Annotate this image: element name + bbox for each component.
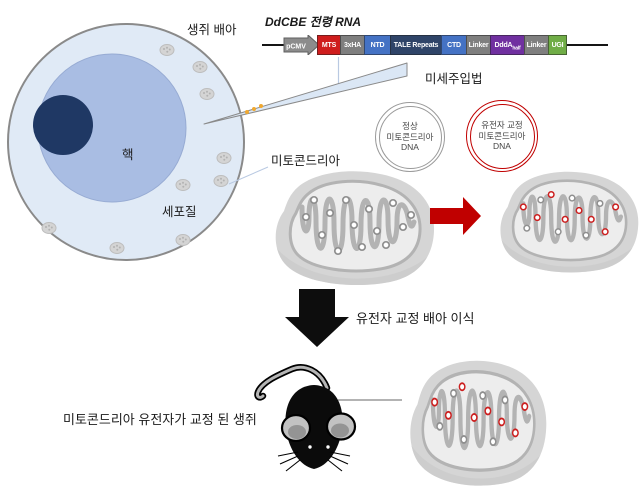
result-red-dna-dots: [431, 382, 529, 438]
embryo-label: 생쥐 배아: [187, 23, 237, 37]
cytoplasm-label: 세포질: [162, 205, 197, 219]
result-mouse-label: 미토콘드리아 유전자가 교정 된 생쥐: [63, 412, 257, 427]
normal-mtdna-inner-ring: 정상 미토콘드리아 DNA: [378, 105, 442, 169]
normal-mtdna-line2: 미토콘드리아: [386, 131, 434, 142]
edited-mtdna-line1: 유전자 교정: [481, 120, 523, 131]
construct-bar: pCMV MTS 3xHA NTD TALE Repeats CTD Linke…: [262, 35, 608, 55]
mitochondrion-edited: [492, 168, 640, 276]
embryo-cell-drawing: [7, 23, 245, 261]
mitochondrion-result: [402, 356, 548, 490]
red-arrow: [430, 197, 481, 235]
mouse-drawing: [254, 364, 357, 472]
edited-mtdna-circle: 유전자 교정 미토콘드리아 DNA: [466, 100, 538, 172]
pcmv-label: pCMV: [286, 44, 306, 51]
nucleolus: [33, 95, 93, 155]
mouse-whiskers: [277, 451, 351, 472]
pcmv-promoter-arrow: pCMV: [283, 35, 320, 55]
segment-linker-2: Linker: [524, 35, 549, 55]
normal-mtdna-line3: DNA: [401, 142, 419, 153]
transfer-label: 유전자 교정 배아 이식: [356, 311, 475, 326]
edited-gray-dna-dots: [523, 194, 604, 239]
mouse-tail: [254, 364, 331, 401]
segment-ugi: UGI: [548, 35, 567, 55]
segment-tale-repeats: TALE Repeats: [390, 35, 442, 55]
mouse-left-ear: [280, 413, 312, 443]
mouse-right-ear: [325, 412, 357, 441]
segment-ntd: NTD: [364, 35, 391, 55]
segment-linker-1: Linker: [466, 35, 491, 55]
result-gray-dna-dots: [436, 388, 509, 447]
ddda-label: DddA: [494, 42, 513, 49]
normal-dna-dots: [301, 195, 416, 256]
segment-mts: MTS: [317, 35, 341, 55]
nucleus-label: 핵: [122, 148, 134, 162]
segment-3xha: 3xHA: [340, 35, 365, 55]
normal-mtdna-line1: 정상: [402, 121, 418, 132]
edited-mtdna-line3: DNA: [493, 141, 511, 152]
mitochondrion-normal: [266, 166, 436, 290]
normal-mtdna-circle: 정상 미토콘드리아 DNA: [375, 102, 445, 172]
mouse-eyes: [308, 445, 330, 449]
microinjection-label: 미세주입법: [425, 72, 483, 86]
segment-ddda-half: DddAhalf: [490, 35, 525, 55]
construct-title: DdCBE 전령 RNA: [265, 15, 362, 29]
edited-mtdna-inner-ring: 유전자 교정 미토콘드리아 DNA: [469, 103, 535, 169]
mitochondria-label: 미토콘드리아: [271, 154, 341, 168]
construct-segments: MTS 3xHA NTD TALE Repeats CTD Linker Ddd…: [317, 35, 567, 55]
ddda-subscript: half: [512, 45, 521, 52]
edited-red-dna-dots: [519, 190, 620, 236]
pcmv-arrow-shape: [283, 35, 320, 55]
edited-mtdna-line2: 미토콘드리아: [478, 130, 526, 141]
segment-ctd: CTD: [441, 35, 467, 55]
down-arrow: [285, 289, 349, 347]
